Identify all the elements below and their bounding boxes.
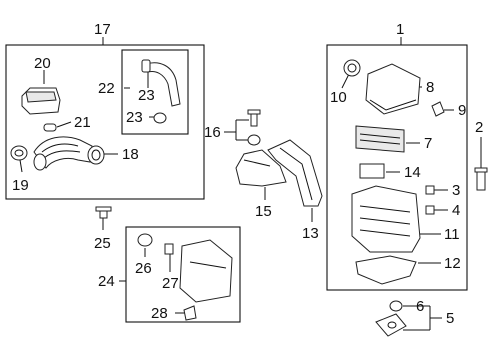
callout-13: 13	[302, 225, 319, 242]
callout-10: 10	[330, 89, 347, 106]
intake-hose-part	[33, 136, 93, 171]
box-resonator-group	[125, 226, 241, 323]
clamp-part-28	[183, 305, 197, 321]
callout-6: 6	[416, 298, 424, 315]
callout-12: 12	[444, 255, 461, 272]
cap-part-3	[425, 185, 435, 195]
callout-8: 8	[426, 79, 434, 96]
callout-16: 16	[204, 124, 221, 141]
callout-17: 17	[94, 21, 111, 38]
bolt-part-16	[247, 109, 261, 146]
box-hose-subgroup	[121, 49, 189, 135]
callout-11: 11	[444, 226, 460, 243]
sensor-part-2	[474, 167, 488, 191]
nut-part-4	[425, 205, 435, 215]
filter-element-part-7	[355, 125, 405, 153]
bracket-part-15	[235, 149, 287, 187]
callout-3: 3	[452, 182, 460, 199]
grommet-part-26	[137, 233, 153, 247]
callout-21: 21	[74, 114, 91, 131]
callout-28: 28	[151, 305, 168, 322]
breather-hose-part	[141, 59, 181, 124]
housing-part-11	[351, 185, 421, 253]
seal-part-10	[343, 59, 361, 77]
callout-15: 15	[255, 203, 272, 220]
box-air-intake-group	[5, 44, 205, 200]
cover-part-8	[365, 63, 421, 115]
callout-26: 26	[135, 260, 152, 277]
resonator-part-24	[179, 239, 233, 303]
leader-lines	[19, 37, 482, 331]
callout-24: 24	[98, 273, 115, 290]
intake-duct-part-13	[267, 139, 323, 207]
box-air-cleaner-group	[326, 44, 468, 291]
bushing-part-6	[389, 300, 403, 312]
clip-part-9	[431, 101, 445, 117]
callout-14: 14	[404, 164, 421, 181]
callout-19: 19	[12, 177, 29, 194]
callout-18: 18	[122, 146, 139, 163]
callout-5: 5	[446, 310, 454, 327]
callout-20: 20	[34, 55, 51, 72]
callout-23-top: 23	[138, 87, 155, 104]
callout-25: 25	[94, 235, 111, 252]
callout-22: 22	[98, 80, 115, 97]
bolt-part-25	[95, 206, 112, 219]
clip-part-27	[164, 243, 174, 255]
callout-2: 2	[475, 119, 483, 136]
callout-4: 4	[452, 202, 460, 219]
callout-23-bottom: 23	[126, 109, 143, 126]
shield-part-12	[355, 255, 417, 285]
callout-1: 1	[396, 21, 404, 38]
bracket-part-5	[375, 313, 407, 337]
callout-7: 7	[424, 135, 432, 152]
callout-9: 9	[458, 102, 466, 119]
callout-27: 27	[162, 275, 179, 292]
clip-part-21	[43, 123, 57, 132]
hose-clamp-part-19	[10, 145, 28, 161]
hose-clamp-part-18	[87, 145, 105, 165]
element-part-14	[359, 163, 385, 179]
air-intake-cover-part	[21, 87, 61, 115]
